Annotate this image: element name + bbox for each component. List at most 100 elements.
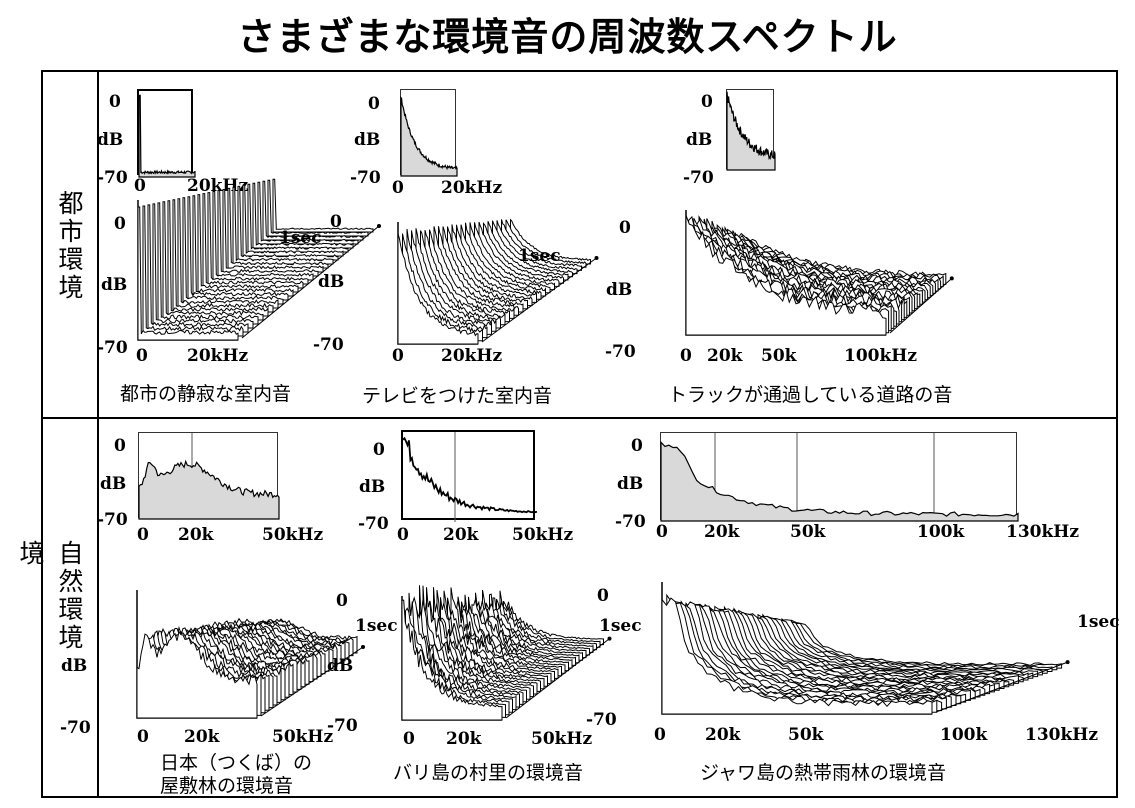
p2-small-tick-0: 0 <box>392 178 404 198</box>
p2-large-tick-0: 0 <box>392 346 404 366</box>
waterfall-trace <box>147 204 249 333</box>
p2-large-minus70: -70 <box>313 335 344 355</box>
p1-small-db: dB <box>97 130 124 150</box>
time-arrow <box>889 278 953 334</box>
p2-small-zero: 0 <box>368 94 380 114</box>
p2-large-zero: 0 <box>330 212 342 232</box>
p5-small-zero: 0 <box>373 440 385 460</box>
p1-small-spectrum <box>137 89 196 178</box>
p6-caption: ジャワ島の熱帯雨林の環境音 <box>700 762 947 784</box>
p3-large-minus70: -70 <box>605 342 636 362</box>
p2-large-db: dB <box>318 272 345 292</box>
p6-large-tick-0: 0 <box>654 725 666 745</box>
waterfall-trace <box>202 193 304 289</box>
time-arrow <box>505 638 610 719</box>
waterfall-trace <box>685 601 957 706</box>
p5-large-zero: 0 <box>597 586 609 606</box>
time-arrow <box>935 661 1068 713</box>
p5-large-tick-50khz: 50kHz <box>531 729 593 749</box>
p5-large-minus70: -70 <box>586 710 617 730</box>
p6-small-tick-0: 0 <box>656 522 668 542</box>
waterfall-trace <box>142 205 244 337</box>
p1-large-zero: 0 <box>114 214 126 234</box>
p1-small-minus70: -70 <box>97 168 128 188</box>
waterfall-trace <box>172 199 274 313</box>
p4-large-minus70-right: -70 <box>327 716 358 736</box>
waterfall-trace <box>136 630 258 719</box>
waterfall-trace <box>177 198 279 309</box>
p5-small-spectrum <box>401 430 538 522</box>
p6-large-tick-100k: 100k <box>940 725 988 745</box>
p3-small-curve <box>726 91 776 171</box>
p5-caption: バリ島の村里の環境音 <box>393 762 584 784</box>
p1-small-tick-0: 0 <box>134 176 146 196</box>
p2-small-db: dB <box>354 130 381 150</box>
p4-small-curve <box>138 433 280 520</box>
p1-small-curve <box>138 94 196 178</box>
time-arrow-head <box>594 256 599 260</box>
p1-one-sec: 1sec <box>279 228 322 248</box>
p5-small-db: dB <box>359 477 386 497</box>
waterfall-trace <box>207 192 309 285</box>
p6-large-tick-50k: 50k <box>788 725 824 745</box>
p4-small-minus70: -70 <box>97 510 128 530</box>
waterfall-trace <box>242 184 344 257</box>
p4-caption-line1: 日本（つくば）の <box>160 752 313 774</box>
p1-large-minus70: -70 <box>97 338 128 358</box>
p1-caption: 都市の静寂な室内音 <box>120 383 292 405</box>
p4-large-tick-50khz: 50kHz <box>272 727 334 747</box>
waterfall-trace <box>401 599 503 721</box>
p3-caption: トラックが通過している道路の音 <box>668 384 953 406</box>
row-label-natural: 自然環境 <box>58 539 84 652</box>
time-arrow-head <box>949 276 954 281</box>
p4-small-zero: 0 <box>114 436 126 456</box>
p4-small-tick-20k: 20k <box>178 525 214 545</box>
p3-large-tick-20k: 20k <box>707 346 743 366</box>
p3-large-db: dB <box>606 280 633 300</box>
time-arrow-head <box>1065 660 1070 665</box>
p3-small-spectrum <box>726 89 776 171</box>
waterfall-trace <box>197 194 299 293</box>
p2-small-spectrum <box>400 89 458 177</box>
p2-large-tick-20khz: 20kHz <box>441 346 503 366</box>
p4-small-tick-50khz: 50kHz <box>262 525 324 545</box>
p5-small-curve <box>402 432 538 522</box>
p6-small-db: dB <box>617 474 644 494</box>
waterfall-trace <box>661 597 933 715</box>
time-arrow-head <box>361 645 365 649</box>
p4-large-db: dB <box>61 656 88 676</box>
p6-small-curve <box>660 433 1019 522</box>
p1-large-tick-0: 0 <box>136 346 148 366</box>
p4-small-spectrum <box>138 432 280 520</box>
p3-large-tick-50k: 50k <box>761 346 797 366</box>
p3-small-minus70: -70 <box>683 168 714 188</box>
p4-large-db-right: dB <box>327 656 354 676</box>
time-arrow-head <box>377 224 381 228</box>
waterfall-trace <box>232 186 334 265</box>
p2-small-curve <box>400 95 458 177</box>
p3-large-zero: 0 <box>619 218 631 238</box>
waterfall-trace <box>157 202 259 325</box>
p6-small-tick-100k: 100k <box>917 522 965 542</box>
p4-large-tick-20k: 20k <box>184 727 220 747</box>
p5-one-sec: 1sec <box>599 616 642 636</box>
p6-small-tick-130khz: 130kHz <box>1006 522 1079 542</box>
figure-frame <box>41 70 1118 798</box>
p6-small-zero: 0 <box>631 436 643 456</box>
p4-large-minus70: -70 <box>60 718 91 738</box>
p4-small-tick-0: 0 <box>137 525 149 545</box>
p4-small-db: dB <box>100 474 127 494</box>
waterfall-trace <box>167 200 269 317</box>
p1-large-tick-20khz: 20kHz <box>187 346 249 366</box>
waterfall-trace <box>237 185 339 261</box>
waterfall-trace <box>227 187 329 269</box>
p6-large-tick-130khz: 130kHz <box>1025 725 1098 745</box>
p5-small-tick-0: 0 <box>397 525 409 545</box>
waterfall-trace <box>212 191 314 281</box>
p5-large-tick-20k: 20k <box>446 729 482 749</box>
